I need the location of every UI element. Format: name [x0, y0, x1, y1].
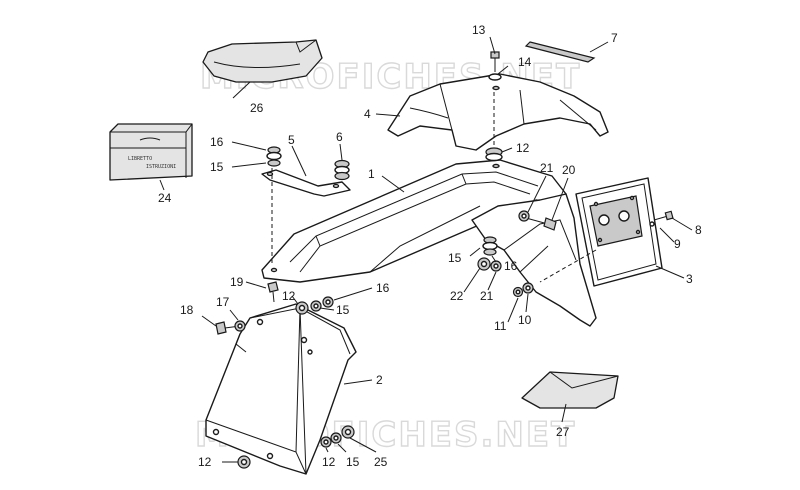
- callout-18: 18: [180, 303, 194, 317]
- part-10-11-nuts: [512, 282, 534, 298]
- callout-12-bottom: 12: [322, 455, 336, 469]
- part-21-nut-top: [518, 210, 530, 222]
- callout-15-left: 15: [210, 160, 224, 174]
- part-18-screw: [215, 320, 246, 335]
- callout-4: 4: [364, 107, 371, 121]
- assembly-line-right: [539, 249, 597, 283]
- callout-15-flap: 15: [336, 303, 350, 317]
- booklet-label-1: LIBRETTO: [128, 156, 152, 162]
- part-19-bolt: [267, 281, 279, 303]
- callout-27: 27: [556, 425, 570, 439]
- leader-lines: [159, 36, 693, 463]
- callout-15-bottom: 15: [346, 455, 360, 469]
- part-12-15-16-hardware-flap: [295, 296, 334, 315]
- callout-12-flap: 12: [282, 289, 296, 303]
- callout-numbers: 26 24 13 14 7 4 5 6 16 15 1 12 21 20 8 9…: [158, 23, 702, 469]
- callout-8: 8: [695, 223, 702, 237]
- callout-11: 11: [494, 319, 507, 333]
- part-20-bolt: [525, 217, 557, 231]
- callout-21-bottom: 21: [480, 289, 494, 303]
- callout-7: 7: [611, 31, 618, 45]
- callout-12-bottom-left: 12: [198, 455, 212, 469]
- part-7-reflector: [524, 41, 596, 63]
- part-24-instruction-booklet: LIBRETTO ISTRUZIONI: [109, 123, 193, 181]
- callout-17: 17: [216, 295, 230, 309]
- callout-24: 24: [158, 191, 172, 205]
- callout-1: 1: [368, 167, 375, 181]
- part-5-bracket: [261, 169, 351, 197]
- callout-25: 26: [250, 101, 264, 115]
- part-15-16-hardware-right: [477, 236, 502, 272]
- part-4-mudguard-cover: [387, 73, 609, 151]
- part-3-license-plate-holder: [575, 177, 663, 287]
- part-1-side-bracket: [471, 193, 597, 327]
- callout-12-top: 12: [516, 141, 530, 155]
- callout-16-flap: 16: [376, 281, 390, 295]
- part-8-screw: [653, 210, 674, 221]
- part-25-seat-cover: [202, 39, 323, 83]
- part-12-15-26-hardware-bottom: [237, 425, 355, 469]
- callout-16-right: 16: [504, 259, 518, 273]
- callout-9: 9: [674, 237, 681, 251]
- part-27-envelope: [521, 371, 619, 409]
- part-2-lower-flap: [205, 303, 357, 475]
- part-13-screw: [488, 51, 502, 81]
- part-6-rubber-bush: [334, 159, 350, 181]
- callout-20: 20: [562, 163, 576, 177]
- callout-21-top: 21: [540, 161, 554, 175]
- callout-16-left: 16: [210, 135, 224, 149]
- callout-2: 2: [376, 373, 383, 387]
- part-12-rubber-top: [485, 147, 503, 162]
- callout-6: 6: [336, 130, 343, 144]
- callout-22: 22: [450, 289, 464, 303]
- callout-19: 19: [230, 275, 244, 289]
- booklet-label-2: ISTRUZIONI: [146, 164, 176, 170]
- callout-3: 3: [686, 272, 693, 286]
- callout-10: 10: [518, 313, 532, 327]
- callout-14: 14: [518, 55, 532, 69]
- callout-5: 5: [288, 133, 295, 147]
- callout-15-right: 15: [448, 251, 462, 265]
- part-16-15-washers-left: [266, 146, 282, 167]
- callout-13: 13: [472, 23, 486, 37]
- callout-26: 25: [374, 455, 388, 469]
